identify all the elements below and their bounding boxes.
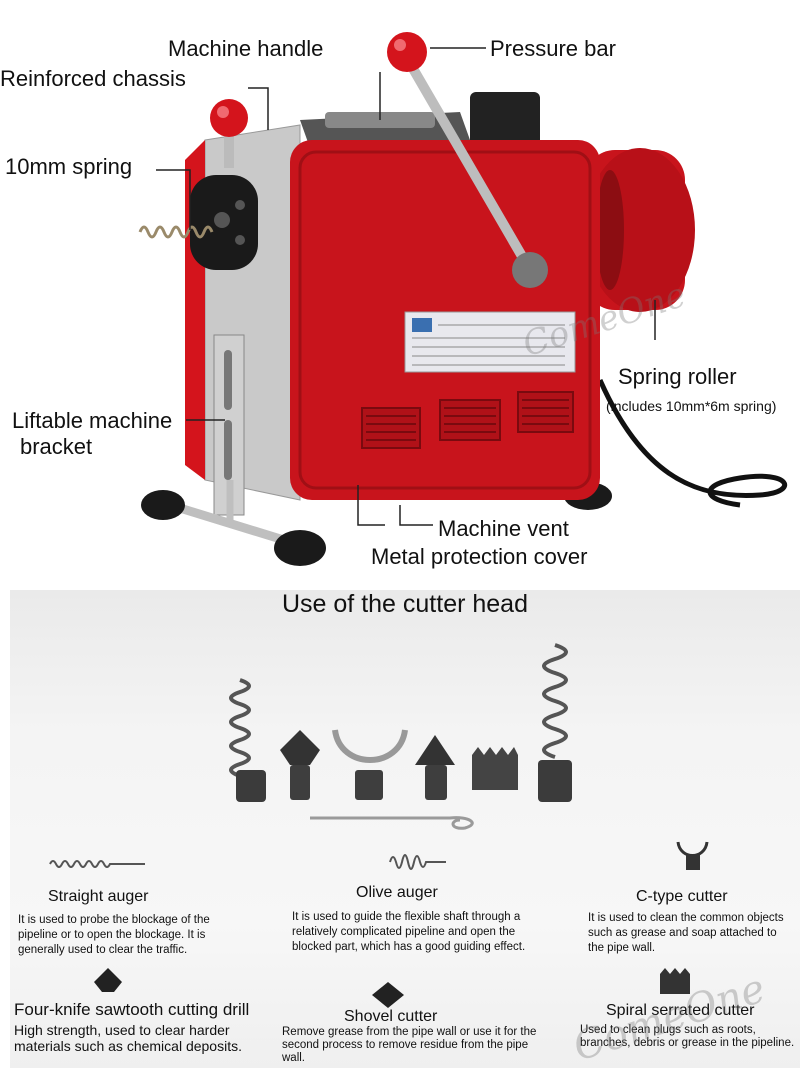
cutter-section: Use of the cutter head bbox=[10, 590, 800, 1071]
tool-olive-auger-title: Olive auger bbox=[356, 884, 438, 901]
liftable-bracket bbox=[141, 334, 326, 566]
four-knife-cutter-icon bbox=[94, 968, 122, 992]
spring-10mm bbox=[138, 225, 214, 239]
callout-metal-cover: Metal protection cover bbox=[371, 544, 588, 569]
c-type-cutter-large bbox=[332, 729, 408, 763]
pressure-bar bbox=[403, 55, 535, 275]
spiral-serrated-cutter-large bbox=[472, 747, 518, 790]
callout-machine-vent: Machine vent bbox=[438, 516, 569, 541]
shovel-cutter-icon bbox=[372, 982, 404, 1008]
nameplate bbox=[404, 311, 576, 373]
olive-auger-icon bbox=[389, 854, 446, 870]
callout-spring-roller-note: (includes 10mm*6m spring) bbox=[606, 398, 777, 414]
straight-auger-icon bbox=[49, 860, 145, 868]
tool-straight-auger-desc: It is used to probe the blockage of the … bbox=[18, 914, 210, 956]
pressure-bar-knob bbox=[387, 32, 427, 72]
straight-auger-large bbox=[229, 678, 251, 778]
olive-auger-large bbox=[542, 643, 568, 759]
power-cord bbox=[597, 378, 787, 508]
cutter-section-title: Use of the cutter head bbox=[282, 590, 528, 618]
tool-olive-auger-desc: It is used to guide the flexible shaft t… bbox=[292, 911, 526, 953]
tool-shovel-cutter-title: Shovel cutter bbox=[344, 1008, 438, 1025]
four-knife-cutter-large bbox=[280, 730, 320, 765]
machine-illustration bbox=[138, 32, 787, 566]
machine-vent bbox=[361, 391, 574, 449]
chassis-knob bbox=[210, 99, 248, 137]
tool-straight-auger-title: Straight auger bbox=[48, 888, 149, 905]
cutter-heads-illustration bbox=[49, 643, 709, 1008]
key-tool bbox=[310, 816, 474, 830]
spiral-serrated-cutter-icon bbox=[660, 968, 690, 994]
tool-c-type-cutter-desc: It is used to clean the common objects s… bbox=[588, 912, 784, 954]
callout-pressure-bar: Pressure bar bbox=[490, 36, 616, 61]
tool-c-type-cutter-title: C-type cutter bbox=[636, 888, 728, 905]
callout-liftable-bracket-line2: bracket bbox=[20, 434, 93, 459]
shovel-cutter-large bbox=[415, 735, 455, 765]
tool-shovel-cutter-desc: Remove grease from the pipe wall or use … bbox=[282, 1026, 537, 1064]
tool-spiral-serrated-desc: Used to clean plugs such as roots, branc… bbox=[580, 1024, 795, 1049]
tool-spiral-serrated-title: Spiral serrated cutter bbox=[606, 1002, 755, 1019]
callout-reinforced-chassis: Reinforced chassis bbox=[0, 66, 186, 91]
callout-machine-handle: Machine handle bbox=[168, 36, 324, 61]
callout-10mm-spring: 10mm spring bbox=[5, 154, 133, 179]
c-type-cutter-icon bbox=[676, 841, 709, 857]
callout-liftable-bracket-line1: Liftable machine bbox=[12, 408, 173, 433]
tool-four-knife-title: Four-knife sawtooth cutting drill bbox=[14, 1000, 250, 1019]
top-mechanism bbox=[470, 92, 540, 147]
tool-four-knife-desc: High strength, used to clear harder mate… bbox=[14, 1022, 242, 1054]
callout-spring-roller: Spring roller bbox=[618, 364, 737, 389]
